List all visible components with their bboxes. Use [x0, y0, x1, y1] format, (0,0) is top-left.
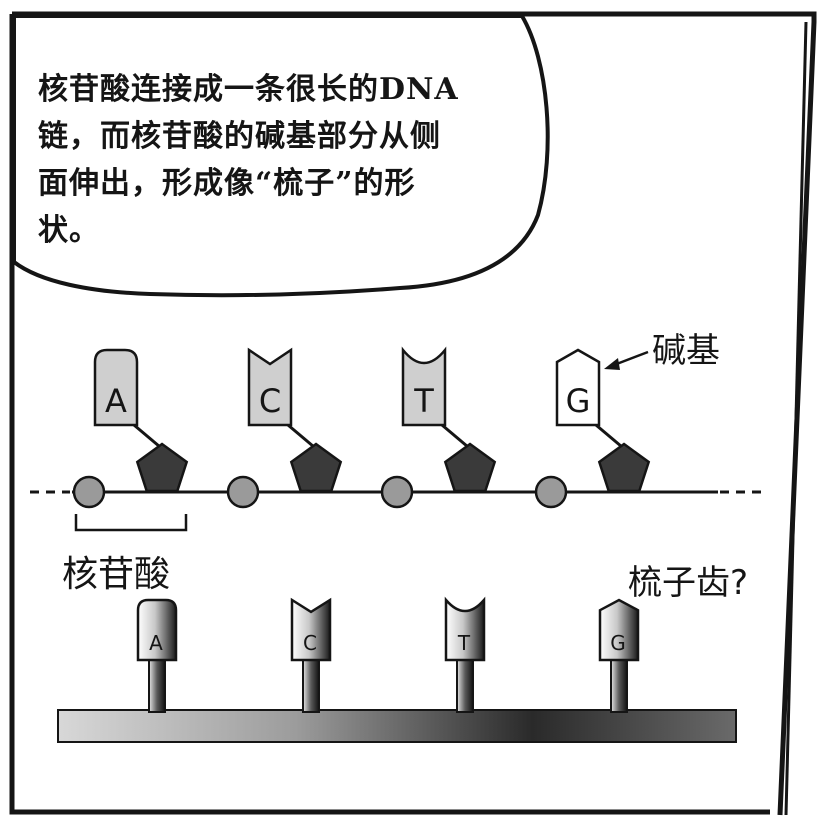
comb-tooth-stem	[456, 659, 474, 713]
sugar-pentagon	[597, 442, 651, 493]
base-pointer-line	[613, 350, 649, 367]
speech-bubble	[12, 14, 550, 298]
base-label: 碱基	[652, 331, 720, 371]
panel-border-inner	[784, 21, 808, 816]
bubble-text: 核苷酸连接成一条很长的DNA 链，而核苷酸的碱基部分从侧 面伸出，形成像“梳子”…	[38, 66, 513, 254]
comb-rail	[57, 709, 737, 743]
base-letter: A	[105, 382, 127, 420]
base-letter: T	[413, 382, 434, 420]
phosphate-circle	[380, 475, 414, 509]
phosphate-circle	[72, 475, 106, 509]
comb-tooth-head-C	[290, 597, 332, 662]
comb-tooth-letter: A	[149, 631, 163, 655]
nucleotide-bracket	[74, 514, 188, 532]
comb-tooth-letter: G	[610, 631, 626, 655]
comb-tooth-head-A	[136, 598, 178, 662]
comb-tooth-head-T	[444, 596, 486, 662]
comb-tooth-head-G	[598, 598, 640, 662]
comb-tooth-stem	[302, 659, 320, 713]
phosphate-circle	[226, 475, 260, 509]
base-block-G	[555, 348, 601, 427]
bubble-line: 链，而核苷酸的碱基部分从侧	[38, 119, 441, 154]
nucleotide-label: 核苷酸	[62, 554, 170, 595]
base-block-C	[247, 347, 293, 427]
comb-tooth-stem	[148, 659, 166, 713]
base-letter: C	[259, 382, 281, 420]
base-block-A	[93, 348, 139, 427]
comb-tooth-letter: C	[303, 631, 317, 655]
sugar-pentagon	[289, 442, 343, 493]
bubble-line: 面伸出，形成像“梳子”的形	[38, 166, 416, 201]
base-pointer-arrowhead	[604, 358, 620, 370]
comb-tooth-stem	[610, 659, 628, 713]
bubble-line: 状。	[38, 213, 100, 248]
base-letter: G	[566, 382, 591, 420]
sugar-pentagon	[135, 442, 189, 493]
comb-tooth-letter: T	[457, 631, 471, 655]
comb-teeth-label: 梳子齿?	[628, 563, 748, 603]
phosphate-circle	[534, 475, 568, 509]
bubble-line: 核苷酸连接成一条很长的DNA	[38, 72, 459, 107]
base-block-T	[401, 346, 447, 427]
sugar-pentagon	[443, 442, 497, 493]
